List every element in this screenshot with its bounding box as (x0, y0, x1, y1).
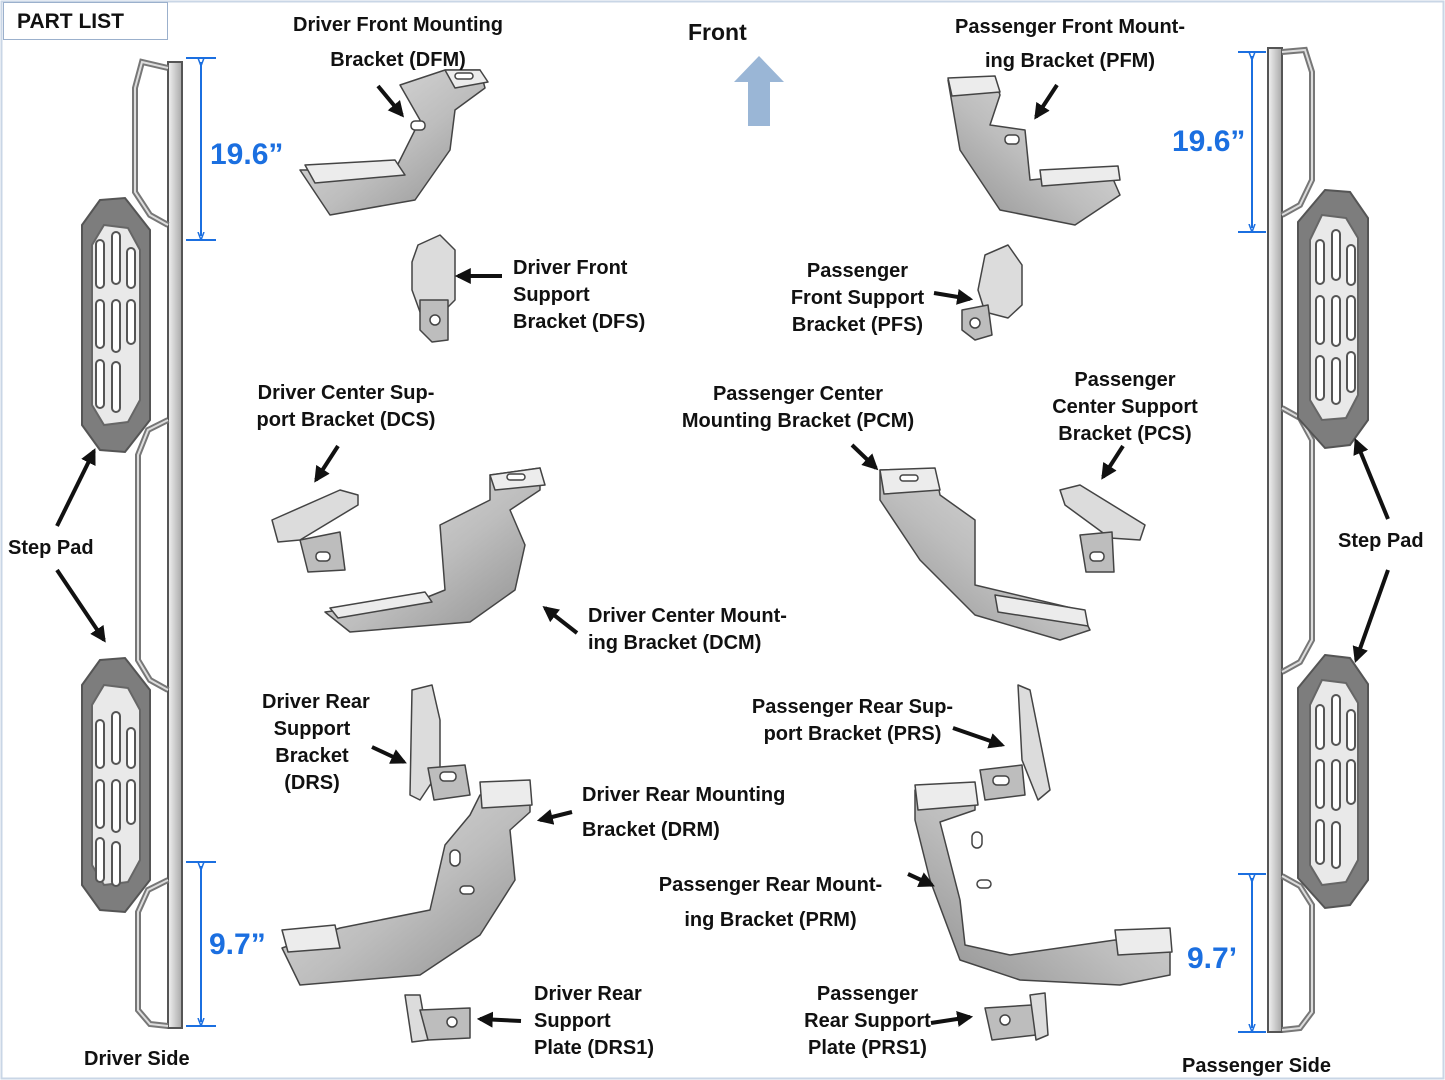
dcm-label-line-1: Driver Center Mount- (588, 605, 787, 627)
prs1-label-line-3: Plate (PRS1) (808, 1037, 927, 1059)
driver-running-board (81, 58, 183, 1029)
drs-label-line-2: Support (273, 718, 351, 740)
pcm-label-line-1: Passenger Center (712, 383, 884, 405)
prs-label-line-1: Passenger Rear Sup- (751, 696, 954, 718)
dfm-bracket (299, 69, 489, 216)
prm-bracket (914, 781, 1173, 986)
driver-side-label: Driver Side (84, 1048, 190, 1070)
dcm-label-line-2: ing Bracket (DCM) (588, 632, 762, 654)
pfm-bracket (947, 75, 1121, 226)
pcm-label: Passenger Center Mounting Bracket (PCM) (668, 381, 928, 435)
dimension-lines (186, 51, 1266, 1033)
driver-main-bar (167, 61, 183, 1029)
prs-bracket (979, 684, 1051, 801)
passenger-step-pad-label: Step Pad (1338, 530, 1424, 552)
dfs-label-line-1: Driver Front (513, 257, 628, 279)
passenger-dimension-bottom: 9.7’ (1187, 942, 1238, 975)
dfm-label-line-1: Driver Front Mounting (293, 14, 503, 36)
pfs-label: Passenger Front Support Bracket (PFS) (770, 258, 945, 339)
pfm-label-line-2: ing Bracket (PFM) (984, 50, 1156, 72)
pfs-label-line-2: Front Support (790, 287, 925, 309)
prs1-label-line-2: Rear Support (804, 1010, 931, 1032)
drs1-label: Driver Rear Support Plate (DRS1) (534, 981, 654, 1062)
drs1-label-line-2: Support (534, 1010, 611, 1032)
driver-step-pad-upper (81, 196, 151, 454)
drs1-label-line-3: Plate (DRS1) (534, 1037, 655, 1059)
prs-label: Passenger Rear Sup- port Bracket (PRS) (740, 694, 965, 748)
driver-step-pad-lower (81, 656, 151, 914)
pfm-label-line-1: Passenger Front Mount- (954, 16, 1185, 38)
dcs-label-line-2: port Bracket (DCS) (256, 409, 436, 431)
prs1-label: Passenger Rear Support Plate (PRS1) (795, 981, 940, 1062)
passenger-main-bar (1267, 47, 1283, 1033)
drs-bracket (409, 684, 471, 801)
driver-dimension-bottom: 9.7” (209, 928, 266, 961)
dcm-label: Driver Center Mount- ing Bracket (DCM) (588, 603, 787, 657)
prs-label-line-2: port Bracket (PRS) (763, 723, 942, 745)
part-list-title: PART LIST (17, 10, 124, 33)
drm-bracket (281, 779, 533, 986)
pfs-label-line-3: Bracket (PFS) (791, 314, 924, 336)
dfs-label-line-3: Bracket (DFS) (513, 311, 646, 333)
pfm-label: Passenger Front Mount- ing Bracket (PFM) (935, 14, 1205, 75)
pcs-label-line-3: Bracket (PCS) (1058, 423, 1192, 445)
dfs-label: Driver Front Support Bracket (DFS) (513, 255, 645, 336)
dfs-bracket (411, 234, 456, 343)
passenger-step-pad-lower (1297, 653, 1369, 910)
prm-label-line-2: ing Bracket (PRM) (684, 909, 857, 931)
dcm-bracket (324, 467, 546, 633)
pfs-label-line-1: Passenger (806, 260, 909, 282)
prm-label: Passenger Rear Mount- ing Bracket (PRM) (648, 872, 893, 934)
pcs-label-line-2: Center Support (1052, 396, 1198, 418)
drs1-plate (404, 994, 471, 1043)
pfs-bracket (961, 244, 1023, 341)
callout-arrows (55, 83, 1390, 1028)
dcs-bracket (271, 489, 359, 573)
drs-label-line-4: (DRS) (284, 772, 340, 794)
front-label: Front (688, 19, 747, 45)
drs-label-line-3: Bracket (275, 745, 349, 767)
drs-label-line-1: Driver Rear (262, 691, 370, 713)
passenger-running-board (1267, 46, 1369, 1033)
passenger-dimension-top: 19.6” (1172, 125, 1246, 158)
dfm-label-line-2: Bracket (DFM) (330, 49, 466, 71)
dcs-label-line-1: Driver Center Sup- (257, 382, 435, 404)
dfs-label-line-2: Support (513, 284, 590, 306)
driver-step-pad-label: Step Pad (8, 537, 94, 559)
prs1-label-line-1: Passenger (816, 983, 919, 1005)
drs1-label-line-1: Driver Rear (534, 983, 642, 1005)
front-arrow-icon (734, 56, 784, 126)
drm-label-line-1: Driver Rear Mounting (582, 784, 786, 806)
driver-dimension-top: 19.6” (210, 138, 284, 171)
passenger-step-pad-upper (1297, 188, 1369, 450)
drm-label-line-2: Bracket (DRM) (582, 819, 720, 841)
prs1-plate (984, 992, 1049, 1041)
part-list-header: PART LIST (3, 2, 168, 40)
dcs-label: Driver Center Sup- port Bracket (DCS) (246, 380, 446, 434)
prm-label-line-1: Passenger Rear Mount- (658, 874, 883, 896)
pcs-bracket (1059, 484, 1146, 573)
drs-label: Driver Rear Support Bracket (DRS) (262, 689, 370, 797)
pcm-label-line-2: Mounting Bracket (PCM) (681, 410, 915, 432)
pcm-bracket (879, 467, 1091, 641)
pcs-label-line-1: Passenger (1074, 369, 1176, 391)
dfm-label: Driver Front Mounting Bracket (DFM) (283, 12, 513, 74)
pcs-label: Passenger Center Support Bracket (PCS) (1040, 367, 1210, 448)
passenger-side-label: Passenger Side (1182, 1055, 1331, 1077)
drm-label: Driver Rear Mounting Bracket (DRM) (582, 782, 785, 844)
